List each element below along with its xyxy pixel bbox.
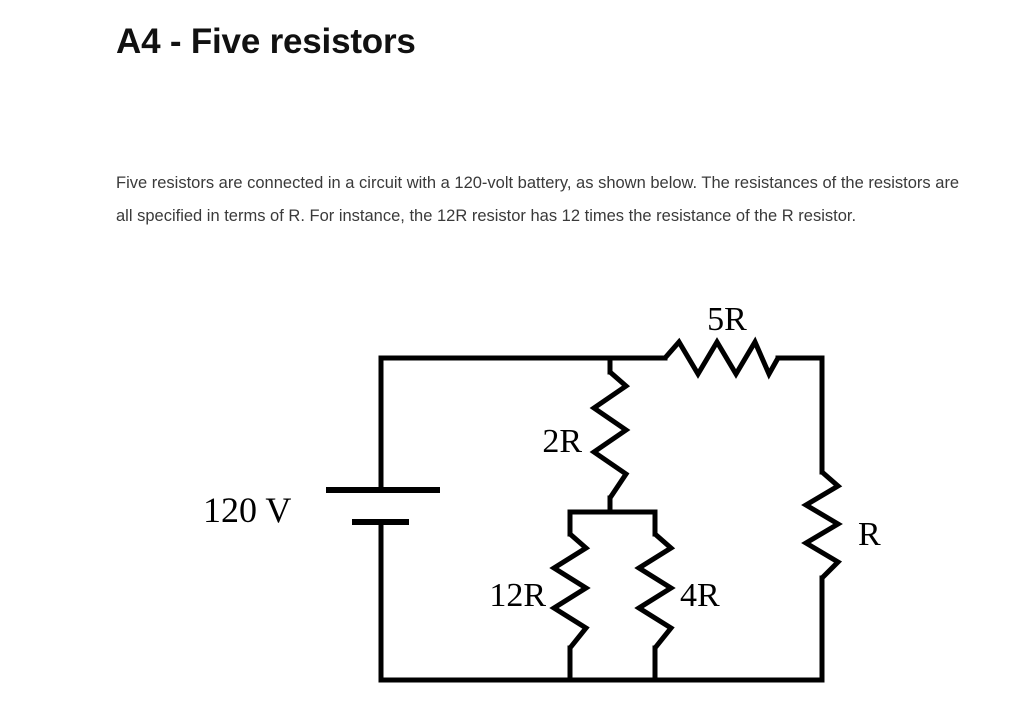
resistor-5r-label: 5R (707, 301, 747, 338)
resistor-2r-label: 2R (542, 423, 582, 460)
resistor-2r-symbol (589, 370, 631, 500)
problem-statement-paragraph: Five resistors are connected in a circui… (116, 174, 960, 225)
resistor-12r-symbol (549, 532, 591, 650)
page-title: A4 - Five resistors (116, 22, 416, 61)
resistor-4r-symbol (634, 532, 676, 650)
wire-top-right (775, 355, 825, 475)
resistor-r-label: R (858, 516, 881, 553)
resistor-5r-symbol (663, 336, 781, 380)
resistor-r-symbol (801, 470, 843, 580)
resistor-12r-label: 12R (489, 577, 546, 614)
battery-voltage-label: 120 V (203, 490, 291, 530)
resistor-4r-label: 4R (680, 577, 720, 614)
